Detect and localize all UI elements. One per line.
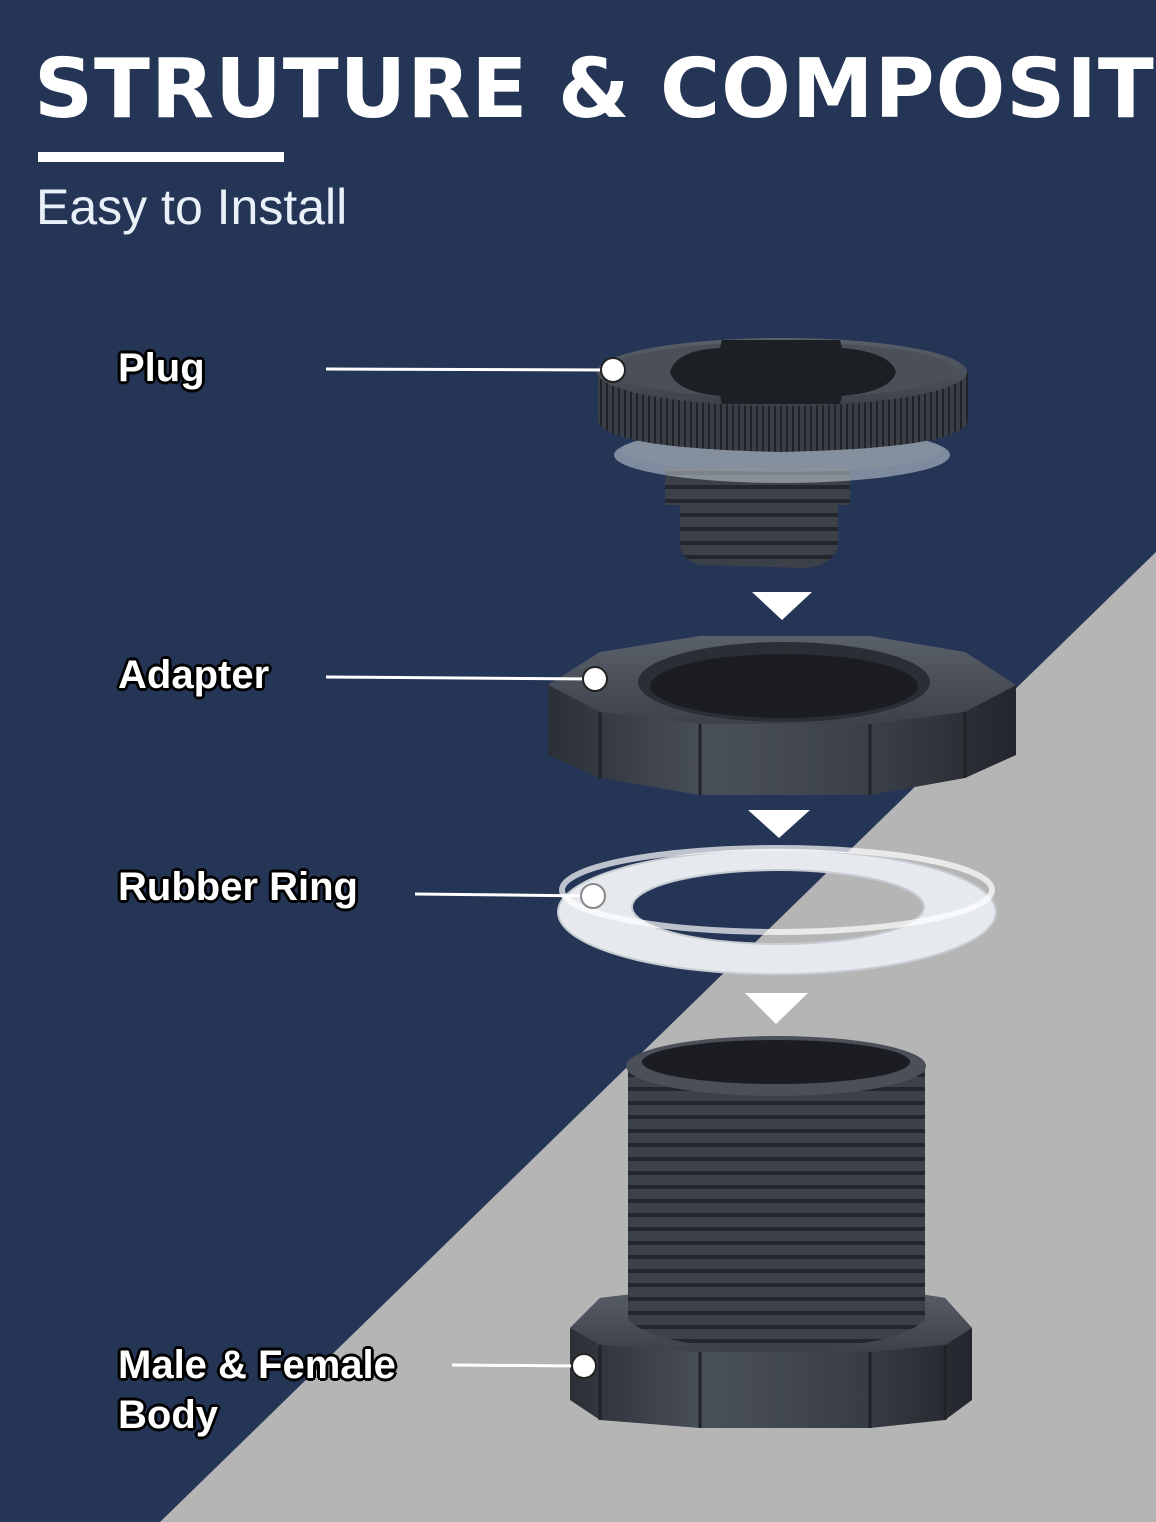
leader-line-adapter xyxy=(325,666,608,692)
rubber-ring-icon xyxy=(556,845,998,976)
part-label-body: Male & Female Body xyxy=(118,1343,396,1437)
leader-line-plug xyxy=(325,357,626,383)
title-underline xyxy=(38,152,284,162)
threaded-body-icon xyxy=(570,1036,972,1428)
leader-line-body xyxy=(451,1353,597,1379)
plug-cap-icon xyxy=(597,338,968,568)
leader-line-ring xyxy=(414,883,606,909)
part-label-adapter: Adapter xyxy=(118,653,270,697)
arrow-down-icon xyxy=(752,592,812,620)
arrow-down-icon xyxy=(748,810,810,838)
page-title: STRUTURE & COMPOSITION xyxy=(34,42,1156,137)
arrow-down-icon xyxy=(745,993,808,1024)
octagonal-nut-icon xyxy=(548,636,1016,795)
part-label-plug: Plug xyxy=(118,346,205,390)
part-label-rubber-ring: Rubber Ring xyxy=(118,865,358,909)
page-subtitle: Easy to Install xyxy=(36,179,348,235)
